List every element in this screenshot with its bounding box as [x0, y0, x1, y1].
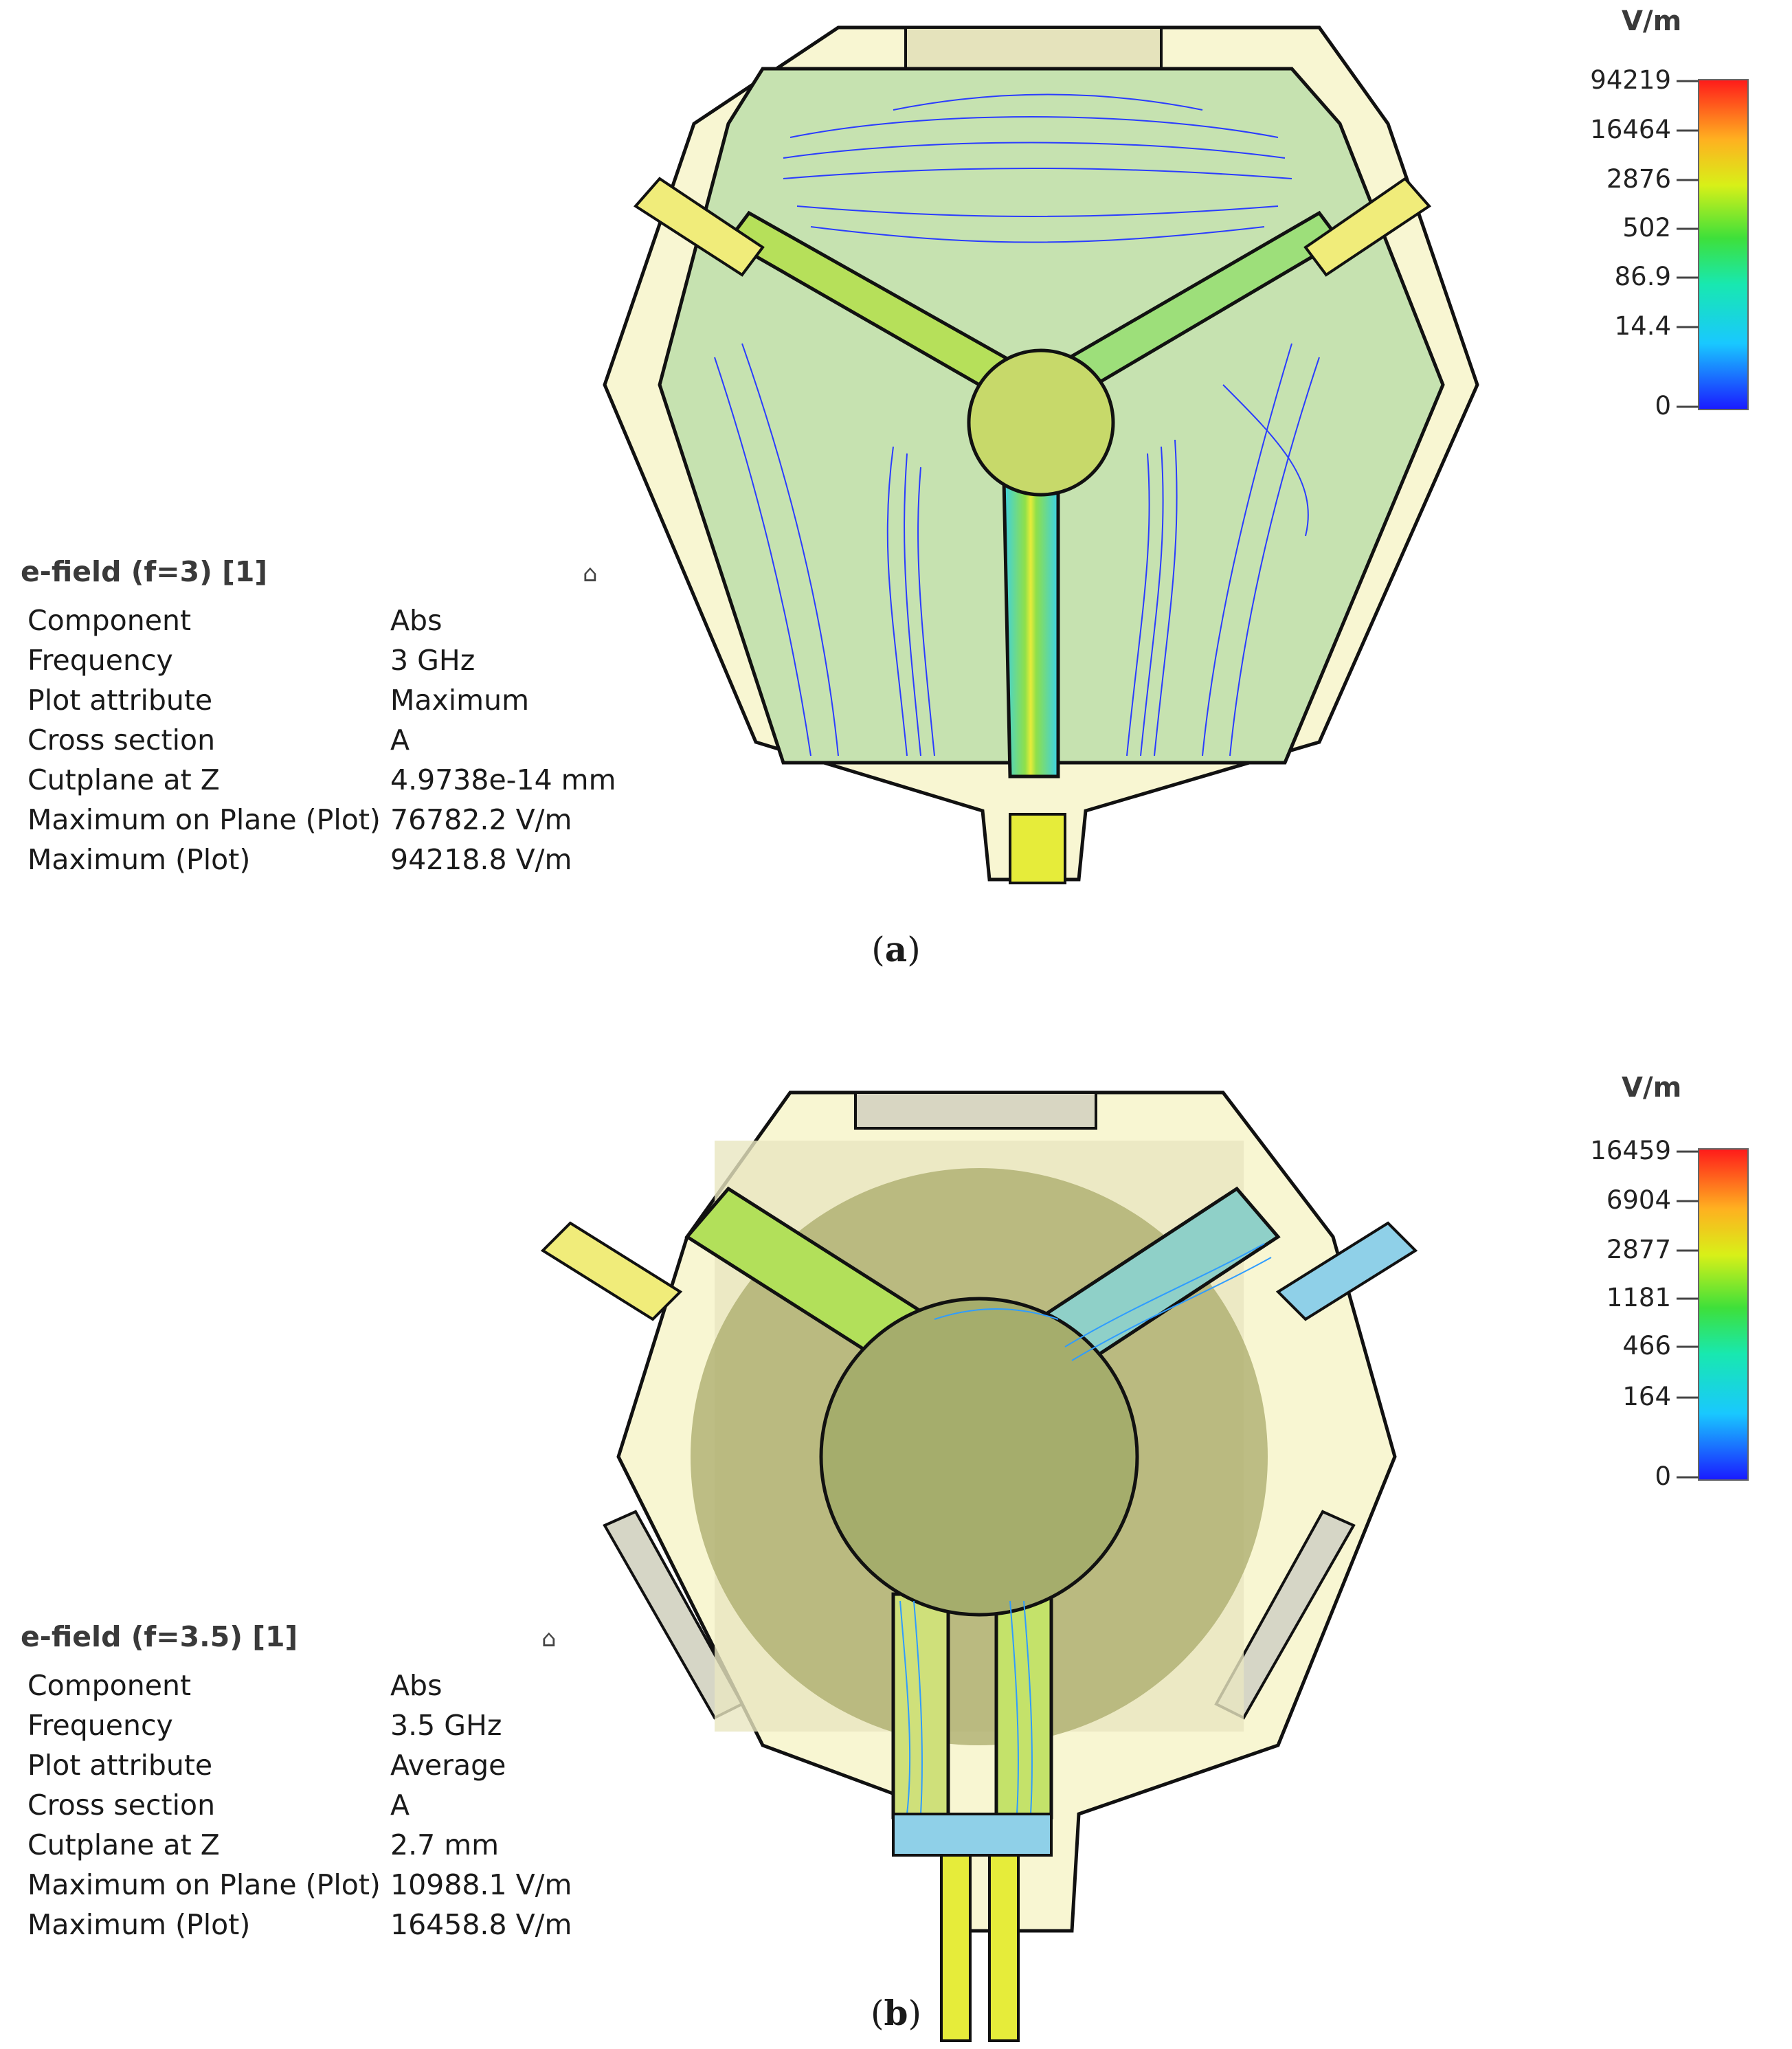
- info-value: Maximum: [390, 684, 530, 717]
- ports-a: [633, 177, 1432, 884]
- panel-b: V/m 16459 6904 2877 1181 466 164 0 e-fie…: [0, 1031, 1792, 2049]
- colorbar-tick-a: 502: [1622, 213, 1671, 243]
- info-row: Plot attribute Maximum: [21, 680, 616, 720]
- info-value: Abs: [390, 1669, 443, 1702]
- junction-circle-a: [967, 348, 1115, 497]
- info-key: Maximum (Plot): [27, 843, 251, 876]
- info-title: e-field (f=3) [1]: [21, 555, 268, 588]
- colorbar-tick-b: 2877: [1606, 1235, 1671, 1264]
- junction-arms-b: [684, 1186, 1281, 1820]
- info-key: Cutplane at Z: [27, 1828, 220, 1861]
- colorbar-unit-a: V/m: [1622, 5, 1682, 37]
- info-row: Cutplane at Z 4.9738e-14 mm: [21, 760, 616, 800]
- field-contours-b: [899, 1243, 1272, 1815]
- info-key: Cross section: [27, 724, 216, 757]
- info-key: Frequency: [27, 644, 173, 677]
- colorbar-tick-b: 164: [1622, 1382, 1671, 1411]
- colorbar-tick-a: 94219: [1590, 65, 1671, 95]
- info-value: 76782.2 V/m: [390, 803, 572, 836]
- colorbar-tick-b: 6904: [1606, 1185, 1671, 1215]
- info-key: Cutplane at Z: [27, 763, 220, 796]
- info-row: Maximum (Plot) 16458.8 V/m: [21, 1905, 572, 1945]
- colorbar-tick-b: 16459: [1590, 1136, 1671, 1165]
- info-title: e-field (f=3.5) [1]: [21, 1620, 298, 1653]
- caption-a: (a): [871, 929, 921, 970]
- colorbar-b: [1698, 1148, 1749, 1481]
- info-row: Cutplane at Z 2.7 mm: [21, 1825, 572, 1865]
- collapse-arrow-icon[interactable]: ⌂: [541, 1625, 557, 1653]
- colorbar-tick-a: 0: [1655, 391, 1671, 421]
- colorbar-ticks-b: [1677, 1150, 1699, 1479]
- caption-letter: a: [884, 929, 908, 970]
- colorbar-ticks-a: [1677, 80, 1699, 408]
- info-row: Maximum on Plane (Plot) 10988.1 V/m: [21, 1865, 572, 1905]
- info-key: Maximum on Plane (Plot): [27, 803, 381, 836]
- info-value: 10988.1 V/m: [390, 1868, 572, 1901]
- info-value: Average: [390, 1749, 506, 1782]
- info-key: Maximum (Plot): [27, 1908, 251, 1941]
- colorbar-tick-a: 2876: [1606, 164, 1671, 194]
- colorbar-a: [1698, 79, 1749, 410]
- info-key: Cross section: [27, 1789, 216, 1822]
- info-row: Component Abs: [21, 1666, 572, 1705]
- info-key: Component: [27, 604, 192, 637]
- info-key: Component: [27, 1669, 192, 1702]
- info-value: 3.5 GHz: [390, 1709, 502, 1742]
- info-row: Maximum on Plane (Plot) 76782.2 V/m: [21, 800, 616, 840]
- colorbar-tick-a: 86.9: [1614, 262, 1671, 291]
- info-value: 4.9738e-14 mm: [390, 763, 616, 796]
- panel-a: V/m 94219 16464 2876 502 86.9 14.4 0 e-f…: [0, 0, 1792, 1003]
- colorbar-tick-b: 1181: [1606, 1283, 1671, 1312]
- colorbar-tick-a: 16464: [1590, 115, 1671, 144]
- info-value: 2.7 mm: [390, 1828, 500, 1861]
- info-row: Cross section A: [21, 720, 616, 760]
- info-value: 94218.8 V/m: [390, 843, 572, 876]
- info-key: Frequency: [27, 1709, 173, 1742]
- caption-b: (b): [871, 1993, 921, 2033]
- info-value: 3 GHz: [390, 644, 475, 677]
- ports-b: [540, 1221, 1418, 2042]
- info-value: Abs: [390, 604, 443, 637]
- colorbar-tick-b: 466: [1622, 1331, 1671, 1361]
- info-row: Cross section A: [21, 1785, 572, 1825]
- info-row: Frequency 3 GHz: [21, 640, 616, 680]
- info-key: Maximum on Plane (Plot): [27, 1868, 381, 1901]
- field-contours-a: [714, 93, 1320, 757]
- info-row: Frequency 3.5 GHz: [21, 1705, 572, 1745]
- info-value: A: [390, 1789, 410, 1822]
- info-key: Plot attribute: [27, 684, 213, 717]
- top-tab: [904, 26, 1163, 71]
- info-row: Maximum (Plot) 94218.8 V/m: [21, 840, 616, 880]
- field-plot-a: [603, 25, 1749, 884]
- info-row: Component Abs: [21, 601, 616, 640]
- caption-letter: b: [884, 1993, 908, 2033]
- junction-arms-a: [726, 210, 1343, 779]
- colorbar-tick-a: 14.4: [1614, 311, 1671, 341]
- info-box-a: e-field (f=3) [1] Component Abs Frequency…: [21, 555, 616, 880]
- collapse-arrow-icon[interactable]: ⌂: [583, 560, 598, 587]
- info-key: Plot attribute: [27, 1749, 213, 1782]
- info-row: Plot attribute Average: [21, 1745, 572, 1785]
- field-plot-b: [540, 1090, 1749, 2042]
- colorbar-tick-b: 0: [1655, 1462, 1671, 1491]
- info-value: A: [390, 724, 410, 757]
- info-box-b: e-field (f=3.5) [1] Component Abs Frequen…: [21, 1620, 572, 1945]
- info-value: 16458.8 V/m: [390, 1908, 572, 1941]
- colorbar-unit-b: V/m: [1622, 1072, 1682, 1104]
- top-tab-b: [854, 1091, 1097, 1130]
